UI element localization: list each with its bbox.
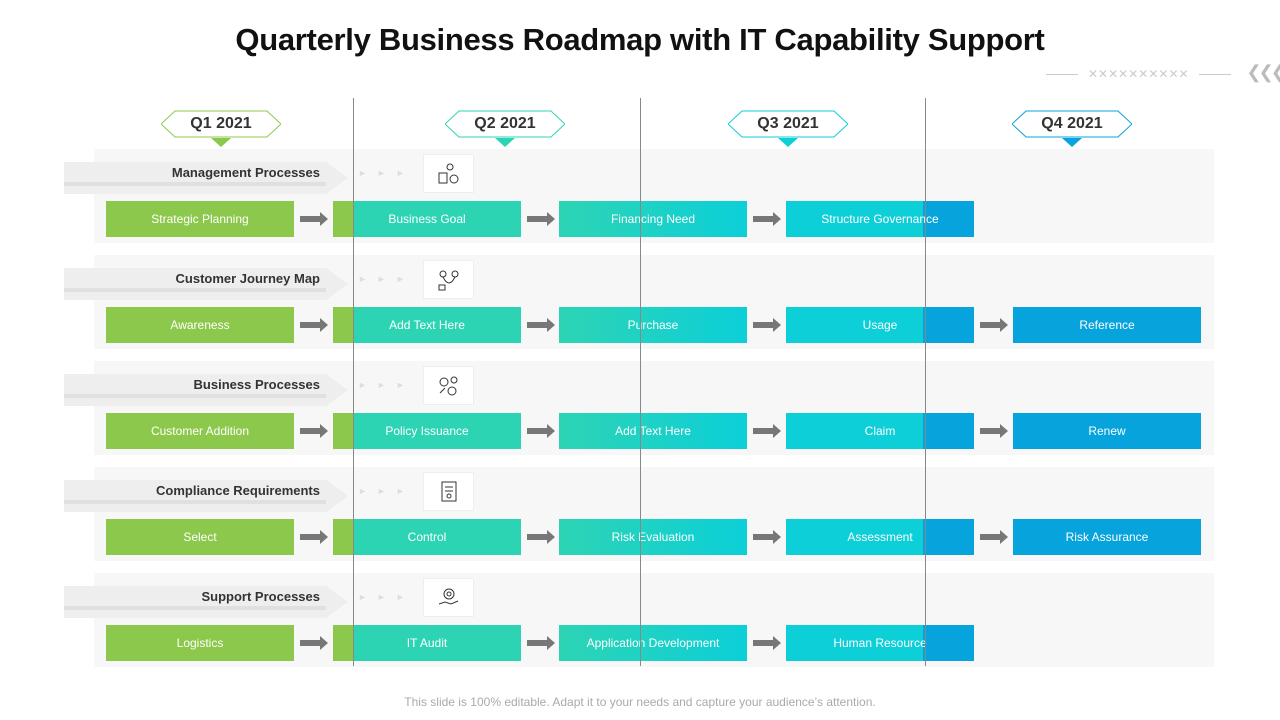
roadmap-step: Business Goal	[333, 201, 521, 237]
roadmap-step: Awareness	[106, 307, 294, 343]
triangle-markers: ►►►	[358, 168, 415, 178]
roadmap-step: Claim	[786, 413, 974, 449]
roadmap-step: Risk Assurance	[1013, 519, 1201, 555]
quarter-divider	[640, 98, 641, 666]
row-label-arrow: Support Processes	[64, 584, 348, 618]
roadmap-step: Risk Evaluation	[559, 519, 747, 555]
arrow-right-icon	[527, 212, 555, 226]
arrow-right-icon	[980, 318, 1008, 332]
journey-map-icon	[423, 260, 474, 299]
roadmap-step: Logistics	[106, 625, 294, 661]
roadmap-step: Financing Need	[559, 201, 747, 237]
arrow-right-icon	[527, 318, 555, 332]
quarter-label: Q1 2021	[190, 115, 252, 132]
arrow-right-icon	[753, 636, 781, 650]
roadmap-step: Add Text Here	[559, 413, 747, 449]
arrow-right-icon	[300, 530, 328, 544]
roadmap-step: Select	[106, 519, 294, 555]
roadmap-step: IT Audit	[333, 625, 521, 661]
quarter-label: Q3 2021	[757, 115, 819, 132]
roadmap-step: Application Development	[559, 625, 747, 661]
triangle-markers: ►►►	[358, 274, 415, 284]
row-label-arrow: Compliance Requirements	[64, 478, 348, 512]
arrow-right-icon	[300, 212, 328, 226]
roadmap-step: Purchase	[559, 307, 747, 343]
roadmap-step: Policy Issuance	[333, 413, 521, 449]
row-label: Customer Journey Map	[175, 271, 320, 286]
triangle-markers: ►►►	[358, 380, 415, 390]
roadmap-step: Control	[333, 519, 521, 555]
arrow-right-icon	[300, 318, 328, 332]
page-title: Quarterly Business Roadmap with IT Capab…	[235, 22, 1045, 57]
arrow-right-icon	[753, 212, 781, 226]
roadmap-step: Reference	[1013, 307, 1201, 343]
footer-note: This slide is 100% editable. Adapt it to…	[404, 695, 876, 709]
roadmap-step: Strategic Planning	[106, 201, 294, 237]
process-gears-icon	[423, 366, 474, 405]
quarter-label: Q4 2021	[1041, 115, 1103, 132]
roadmap-step: Human Resource	[786, 625, 974, 661]
manager-settings-icon	[423, 154, 474, 193]
quarter-marker: Q4 2021	[1012, 110, 1132, 147]
roadmap-step: Structure Governance	[786, 201, 974, 237]
quarter-marker: Q2 2021	[445, 110, 565, 147]
arrow-right-icon	[527, 424, 555, 438]
triangle-markers: ►►►	[358, 486, 415, 496]
hand-gear-icon	[423, 578, 474, 617]
row-label: Compliance Requirements	[156, 483, 320, 498]
roadmap-step: Usage	[786, 307, 974, 343]
quarter-divider	[925, 98, 926, 666]
arrow-right-icon	[753, 318, 781, 332]
arrow-right-icon	[300, 424, 328, 438]
arrow-right-icon	[980, 424, 1008, 438]
arrow-right-icon	[753, 424, 781, 438]
quarter-marker: Q3 2021	[728, 110, 848, 147]
roadmap-step: Renew	[1013, 413, 1201, 449]
row-label: Business Processes	[193, 377, 320, 392]
decorative-pattern: ✕✕✕✕✕✕✕✕✕✕❮❮❮❮	[1036, 62, 1280, 83]
row-label-arrow: Management Processes	[64, 160, 348, 194]
triangle-markers: ►►►	[358, 592, 415, 602]
row-label: Support Processes	[201, 589, 321, 604]
document-certificate-icon	[423, 472, 474, 511]
quarter-marker: Q1 2021	[161, 110, 281, 147]
arrow-right-icon	[527, 636, 555, 650]
quarter-label: Q2 2021	[474, 115, 536, 132]
arrow-right-icon	[753, 530, 781, 544]
roadmap-step: Add Text Here	[333, 307, 521, 343]
arrow-right-icon	[300, 636, 328, 650]
roadmap-step: Assessment	[786, 519, 974, 555]
arrow-right-icon	[980, 530, 1008, 544]
row-label-arrow: Customer Journey Map	[64, 266, 348, 300]
row-label-arrow: Business Processes	[64, 372, 348, 406]
quarter-divider	[353, 98, 354, 666]
roadmap-step: Customer Addition	[106, 413, 294, 449]
row-label: Management Processes	[171, 165, 320, 180]
arrow-right-icon	[527, 530, 555, 544]
